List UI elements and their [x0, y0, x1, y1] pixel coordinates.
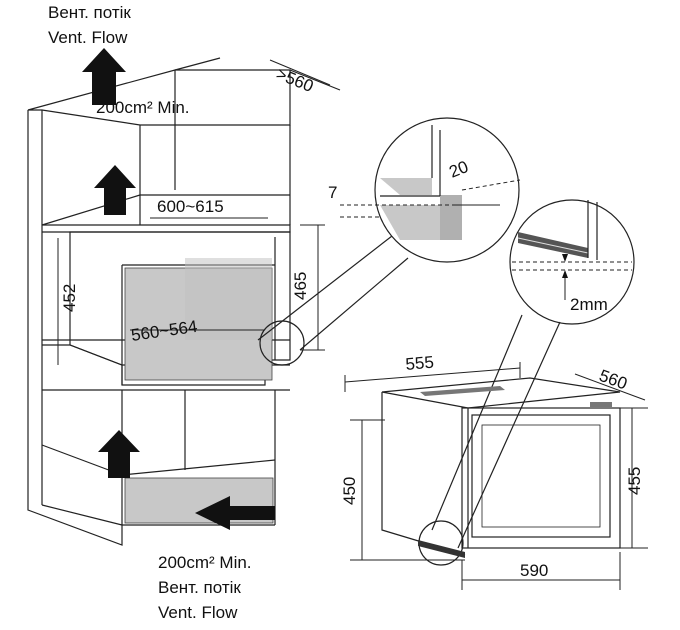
- vent-arrow-inflow: [195, 496, 275, 530]
- oven-top: [381, 377, 621, 409]
- vent-arrow-top: [82, 48, 126, 105]
- vent-bottom-label-en: Vent. Flow: [158, 603, 238, 622]
- cabinet-dimension-lines: [57, 59, 331, 365]
- vent-bottom-label-ua: Вент. потік: [158, 578, 241, 597]
- vent-arrows: [82, 48, 275, 530]
- vent-top-min-area: 200cm² Min.: [96, 98, 190, 117]
- dim-oven-width-top: 555: [405, 353, 435, 374]
- detail-2-content: [512, 200, 632, 300]
- vent-top-label-ua: Вент. потік: [48, 3, 131, 22]
- oven-top-handle: [590, 402, 612, 407]
- dim-detail-gap: 7: [328, 183, 337, 202]
- dim-depth-cabinet: >560: [274, 64, 317, 96]
- vent-bottom-min-area: 200cm² Min.: [158, 553, 252, 572]
- oven-control-vent: [420, 386, 505, 396]
- vent-top-label-en: Vent. Flow: [48, 28, 128, 47]
- detail-circle-1: [257, 117, 520, 366]
- vent-arrow-upper: [94, 165, 136, 215]
- dim-detail-2mm: 2mm: [570, 295, 608, 314]
- dim-niche-height-right: 465: [291, 272, 310, 300]
- oven-niche-right-panel: [185, 258, 272, 340]
- oven-bottom-strip: [418, 540, 465, 558]
- cabinet-outer-left: [27, 110, 123, 546]
- detail-1-content: [340, 125, 521, 240]
- dim-niche-height-left: 452: [60, 284, 79, 312]
- oven-drawing: [381, 377, 621, 556]
- dim-oven-front-width: 590: [520, 561, 548, 580]
- dim-oven-height-left: 450: [340, 477, 359, 505]
- oven-front-panel: [461, 407, 621, 549]
- dim-oven-height-right: 455: [625, 467, 644, 495]
- dim-cabinet-width: 600~615: [157, 197, 224, 216]
- oven-door-window: [471, 414, 611, 538]
- vent-arrow-lower: [98, 430, 140, 478]
- oven-dimension-lines: [344, 362, 648, 590]
